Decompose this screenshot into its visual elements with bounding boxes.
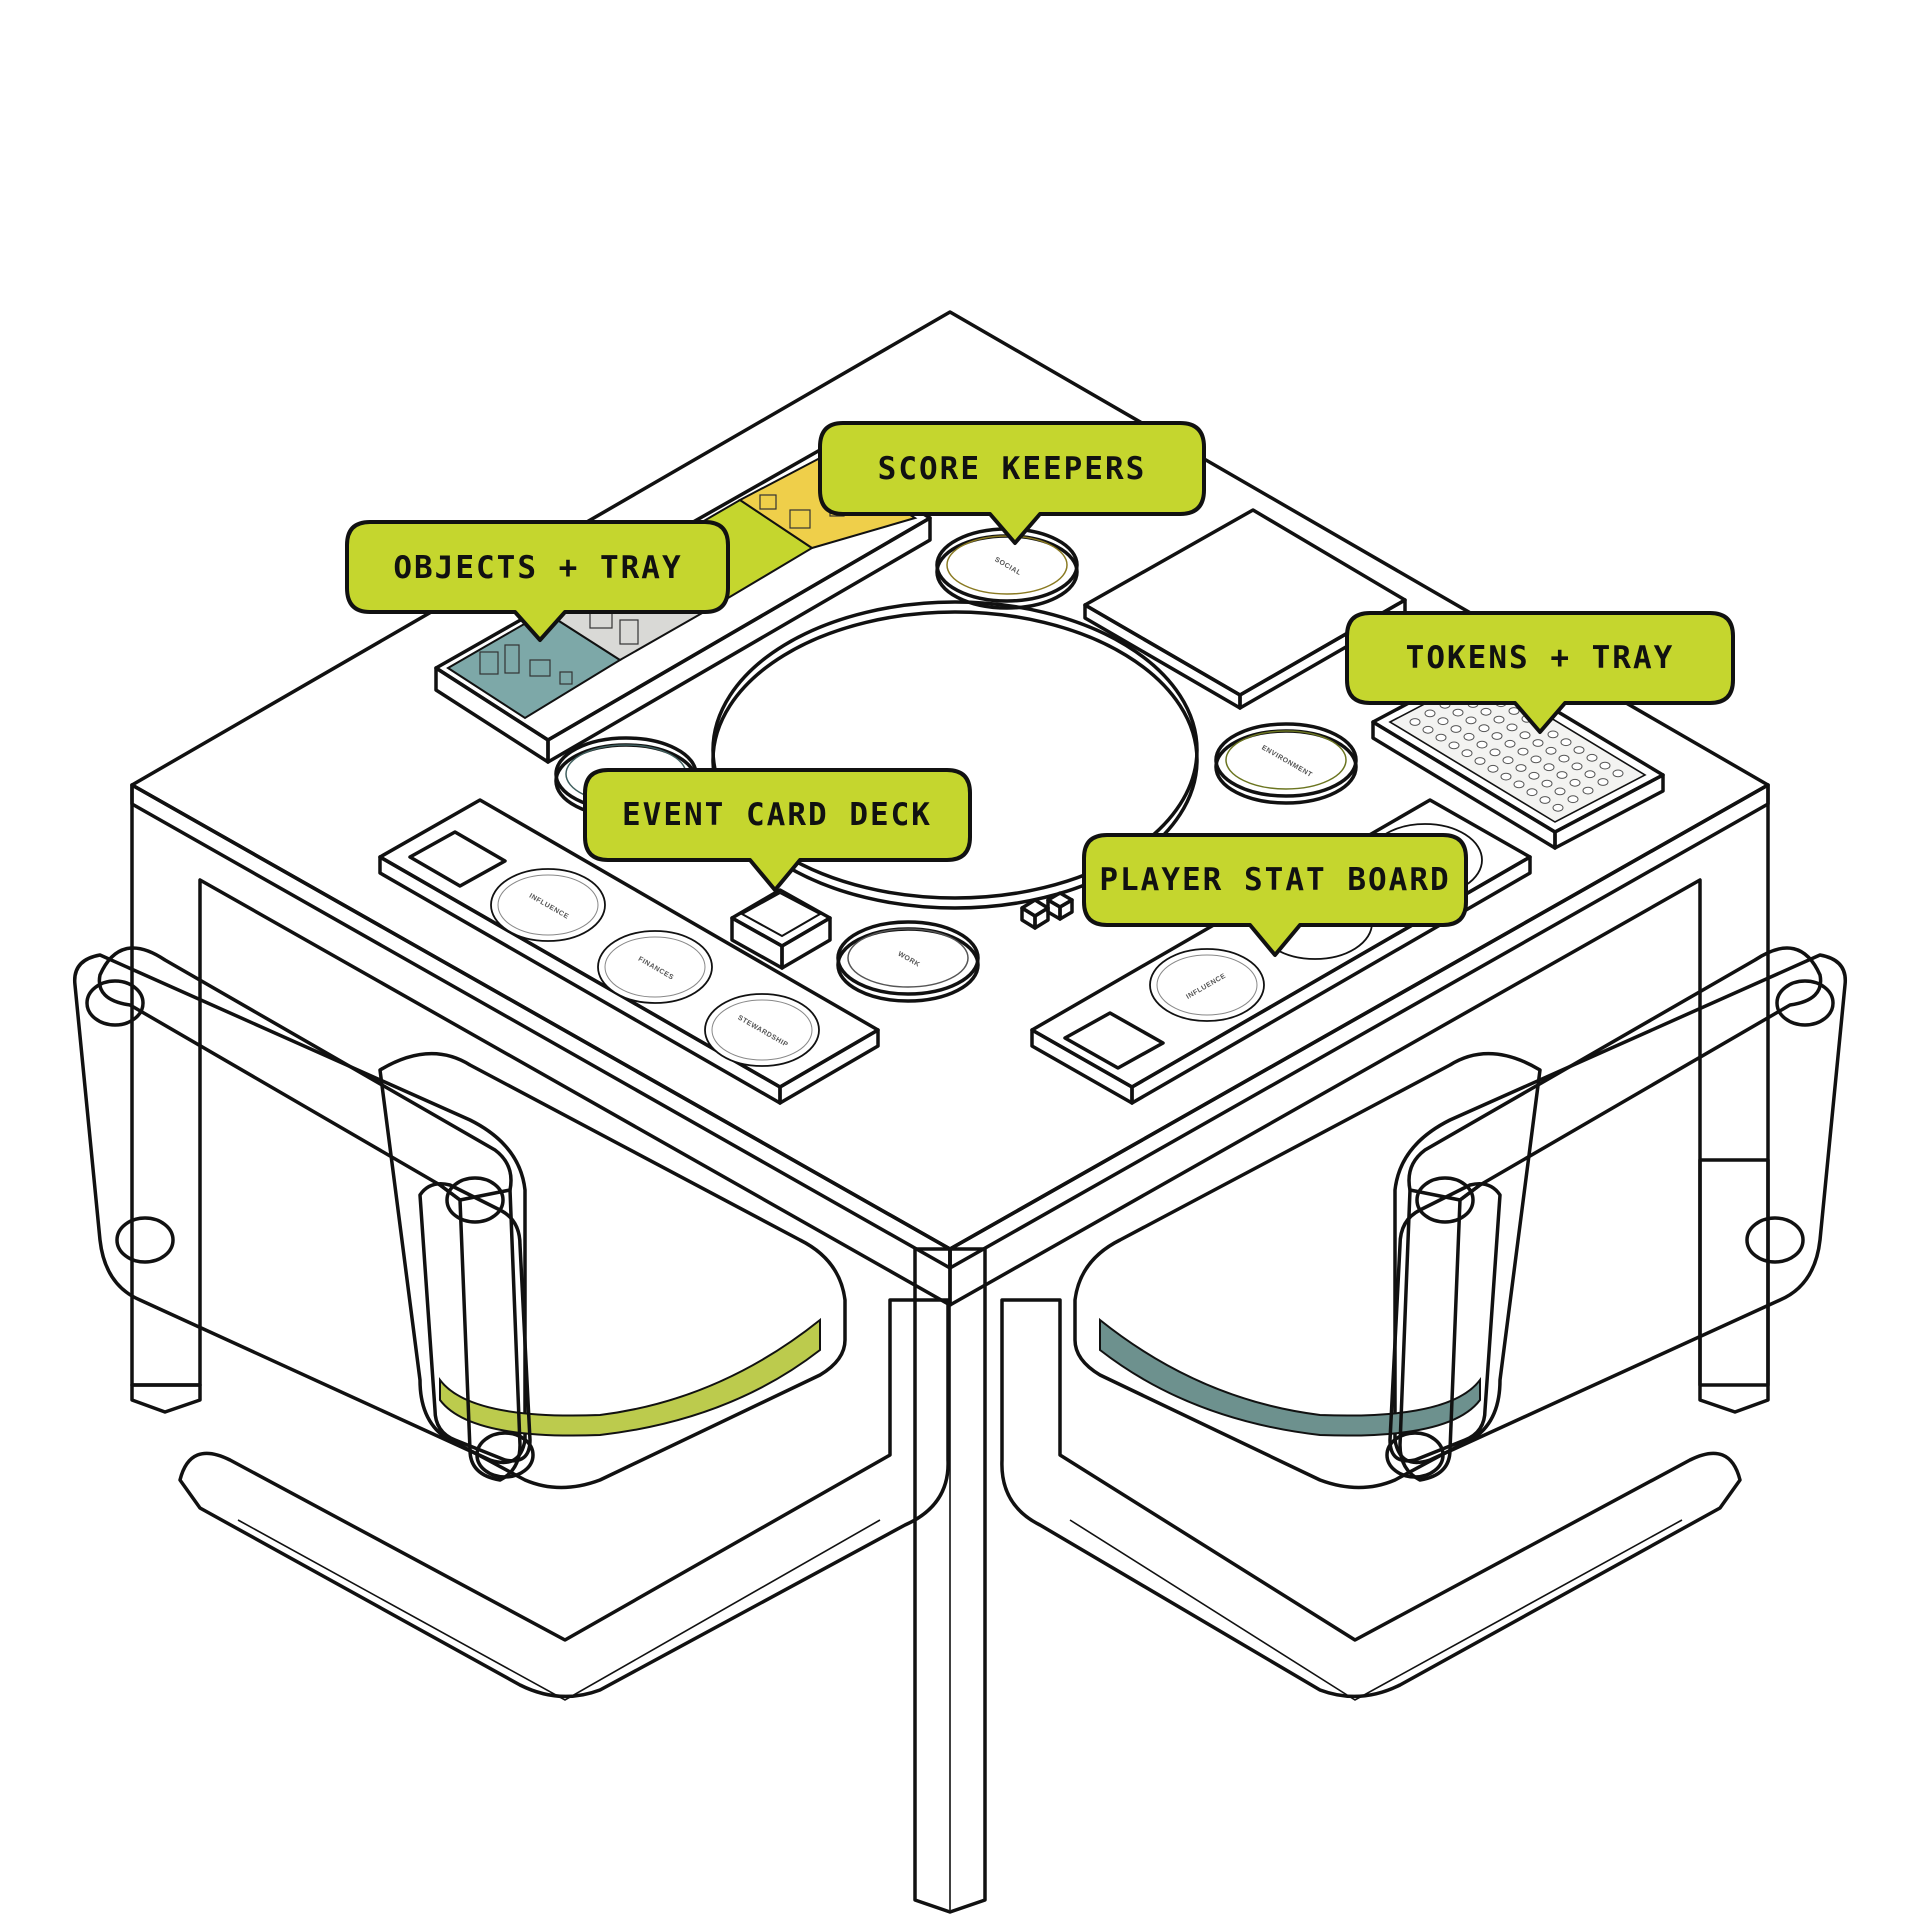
callout-event-card-deck-text: EVENT CARD DECK	[622, 797, 932, 833]
token	[1543, 763, 1555, 772]
token	[1571, 762, 1583, 771]
token	[1556, 771, 1568, 779]
token	[1597, 778, 1609, 786]
score-keeper-environment-label: ENVIRONMENT	[1260, 744, 1313, 779]
callout-objects-tray-text: OBJECTS + TRAY	[393, 550, 682, 586]
score-keeper-social[interactable]: SOCIAL	[935, 527, 1079, 610]
token	[1506, 723, 1518, 732]
player-stat-board-left[interactable]: INFLUENCE FINANCES STEWARDSHIP	[378, 798, 880, 1105]
token-dots	[1409, 683, 1624, 812]
token	[1612, 769, 1624, 778]
callout-score-keepers: SCORE KEEPERS	[818, 421, 1206, 545]
token	[1448, 741, 1460, 750]
token	[1599, 761, 1611, 770]
token	[1422, 725, 1434, 734]
token	[1435, 733, 1447, 742]
token	[1560, 738, 1572, 747]
token	[1552, 803, 1564, 812]
token	[1526, 788, 1538, 797]
token	[1573, 746, 1585, 754]
token	[1545, 746, 1557, 755]
event-card-deck[interactable]	[730, 888, 832, 970]
token	[1480, 707, 1492, 716]
token	[1517, 747, 1529, 756]
token	[1493, 715, 1505, 724]
token	[1528, 771, 1540, 780]
objects-tray[interactable]	[434, 448, 932, 764]
token	[1519, 731, 1531, 740]
callout-tokens-tray-text: TOKENS + TRAY	[1406, 640, 1675, 676]
token	[1502, 756, 1514, 765]
callout-tokens-tray: TOKENS + TRAY	[1345, 611, 1735, 734]
token	[1508, 707, 1520, 715]
token	[1547, 730, 1559, 739]
score-keeper-work-label: WORK	[897, 951, 921, 969]
token	[1491, 732, 1503, 740]
token	[1465, 716, 1477, 725]
token	[1489, 748, 1501, 757]
score-keeper-environment[interactable]: ENVIRONMENT	[1214, 722, 1358, 805]
score-keeper-social-label: SOCIAL	[993, 556, 1022, 577]
token	[1554, 787, 1566, 796]
callout-objects-tray: OBJECTS + TRAY	[345, 520, 730, 642]
stat-board-left-card-slot	[408, 830, 507, 888]
token	[1409, 718, 1421, 726]
stat-circle-stewardship	[704, 993, 820, 1067]
center-disc	[711, 600, 1199, 910]
chair-right	[1000, 946, 1848, 1701]
stat-circle-influence	[490, 868, 606, 942]
token	[1461, 749, 1473, 758]
token	[1582, 786, 1594, 795]
tokens-tray[interactable]	[1371, 663, 1665, 850]
stat-circle-finances	[597, 930, 713, 1004]
token	[1558, 754, 1570, 763]
callout-player-stat-board-text: PLAYER STAT BOARD	[1099, 862, 1450, 898]
callout-score-keepers-text: SCORE KEEPERS	[878, 451, 1147, 487]
callout-player-stat-board: PLAYER STAT BOARD	[1082, 833, 1468, 957]
token	[1539, 796, 1551, 804]
token	[1500, 772, 1512, 781]
token	[1541, 779, 1553, 788]
token	[1463, 732, 1475, 741]
token	[1474, 757, 1486, 765]
token	[1476, 740, 1488, 749]
chair-left	[72, 946, 950, 1701]
token	[1504, 739, 1516, 748]
token	[1586, 753, 1598, 762]
token	[1515, 764, 1527, 772]
token	[1478, 724, 1490, 733]
token	[1450, 725, 1462, 733]
callout-event-card-deck: EVENT CARD DECK	[583, 768, 972, 892]
score-keeper-work[interactable]: WORK	[836, 920, 980, 1003]
token	[1584, 770, 1596, 779]
token	[1437, 717, 1449, 726]
token	[1513, 780, 1525, 789]
token	[1569, 778, 1581, 787]
token	[1452, 708, 1464, 717]
token	[1567, 795, 1579, 804]
token	[1530, 755, 1542, 764]
token	[1487, 764, 1499, 773]
stat-board-right-card-slot	[1063, 1011, 1165, 1070]
stat-circle-right-influence	[1149, 948, 1265, 1022]
token	[1532, 739, 1544, 747]
token	[1424, 709, 1436, 718]
dice-icon[interactable]	[1020, 891, 1074, 930]
